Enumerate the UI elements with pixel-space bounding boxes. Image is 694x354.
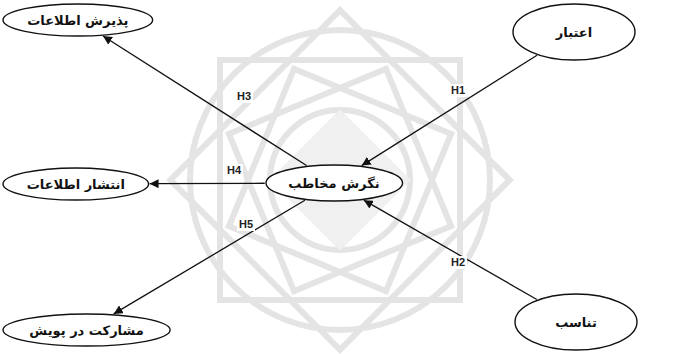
arrow-connector	[362, 55, 537, 165]
ellipse-node: مشارکت در پویش	[2, 313, 171, 347]
node-label: اعتبار	[556, 25, 592, 40]
hypothesis-label: H3	[235, 90, 253, 103]
hypothesis-label: H4	[225, 164, 243, 177]
arrow-connector	[103, 36, 307, 166]
hypothesis-label: H5	[237, 218, 255, 231]
arrow-connector	[150, 183, 265, 185]
arrow-connector	[114, 200, 305, 314]
ellipse-node: انتشار اطلاعات	[2, 167, 150, 201]
ellipse-node: پذیرش اطلاعات	[2, 3, 154, 37]
hypothesis-label: H2	[449, 256, 467, 269]
node-label: تناسب	[555, 315, 597, 330]
ellipse-node: تناسب	[514, 293, 638, 351]
ellipse-node: نگرش مخاطب	[265, 164, 404, 202]
hypothesis-label: H1	[449, 84, 467, 97]
node-label: پذیرش اطلاعات	[27, 13, 128, 28]
node-label: نگرش مخاطب	[288, 176, 379, 191]
arrow-connector	[364, 200, 537, 299]
node-label: مشارکت در پویش	[29, 323, 143, 338]
ellipse-node: اعتبار	[512, 3, 636, 61]
node-label: انتشار اطلاعات	[27, 177, 125, 192]
